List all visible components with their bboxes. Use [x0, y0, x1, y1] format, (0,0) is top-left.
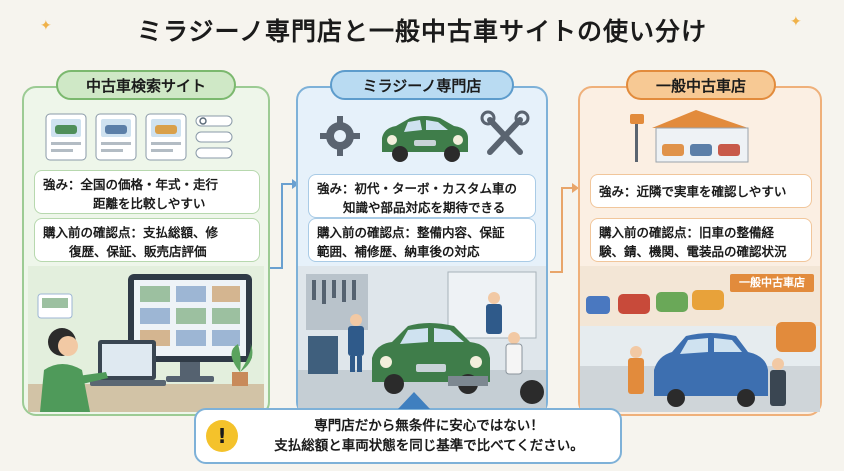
- monitor: [128, 274, 252, 382]
- check-text: 購入前の確認点：整備内容、保証: [317, 225, 505, 240]
- check-text: 購入前の確認点：支払総額、修: [43, 225, 219, 240]
- check-box-general-shop: 購入前の確認点：旧車の整備経 験、錆、機関、電装品の確認状況: [590, 218, 812, 262]
- heading-general-shop: 一般中古車店: [626, 70, 776, 100]
- computer-user-illustration: [28, 266, 264, 412]
- warning-text: 専門店だから無条件に安心ではない！ 支払総額と車両状態を同じ基準で比べてください…: [238, 416, 620, 456]
- heading-specialist-shop: ミラジーノ専門店: [330, 70, 514, 100]
- listing-card: [95, 113, 137, 161]
- car-icon: [776, 322, 816, 352]
- strength-text: 距離を比較しやすい: [93, 196, 206, 211]
- tool-cart: [308, 336, 338, 374]
- strength-box-search-site: 強み：全国の価格・年式・走行 距離を比較しやすい: [34, 170, 260, 214]
- specialist-icons-illustration: [320, 110, 530, 162]
- warning-line: 支払総額と車両状態を同じ基準で比べてください。: [274, 438, 584, 454]
- salesperson: [628, 346, 644, 394]
- customer: [770, 358, 786, 406]
- check-box-specialist-shop: 購入前の確認点：整備内容、保証 範囲、補修歴、納車後の対応: [308, 218, 536, 262]
- strength-box-specialist-shop: 強み：初代・ターボ・カスタム車の 知識や部品対応を期待できる: [308, 174, 536, 218]
- arrow-right-icon: [550, 183, 579, 273]
- mechanic: [486, 292, 502, 334]
- heading-search-site: 中古車検索サイト: [56, 70, 236, 100]
- car-lot-icon-illustration: [630, 110, 749, 163]
- page-title: ミラジーノ専門店と一般中古車サイトの使い分け: [136, 17, 707, 46]
- dealer-lot-illustration: 一般中古車店: [580, 266, 820, 412]
- warning-callout: ! 専門店だから無条件に安心ではない！ 支払総額と車両状態を同じ基準で比べてくだ…: [194, 408, 622, 464]
- strength-text: 強み：全国の価格・年式・走行: [43, 177, 219, 192]
- strength-text: 強み：初代・ターボ・カスタム車の: [317, 181, 518, 196]
- workshop-illustration: [298, 266, 546, 412]
- person: [40, 328, 108, 412]
- check-box-search-site: 購入前の確認点：支払総額、修 復歴、保証、販売店評価: [34, 218, 260, 262]
- plant: [231, 342, 253, 386]
- car-icon: [382, 116, 468, 162]
- car-icon: [654, 333, 768, 407]
- listing-cards-illustration: [45, 113, 233, 161]
- sparkle-icon: ✦: [790, 14, 802, 30]
- warning-icon: !: [206, 420, 238, 452]
- check-text: 購入前の確認点：旧車の整備経: [599, 225, 775, 240]
- listing-card: [145, 113, 187, 161]
- arrow-right-icon: [270, 179, 299, 269]
- car-icon: [618, 294, 650, 314]
- strength-text: 強み：近隣で実車を確認しやすい: [599, 184, 787, 199]
- check-text: 範囲、補修歴、納車後の対応: [317, 244, 480, 259]
- car-icon: [656, 292, 688, 312]
- laptop: [90, 340, 166, 386]
- gear-icon: [320, 116, 360, 156]
- parts-tray: [448, 376, 488, 386]
- warning-pointer: [398, 392, 430, 409]
- car-icon: [692, 290, 724, 310]
- customer: [505, 332, 523, 375]
- check-text: 復歴、保証、販売店評価: [69, 244, 207, 259]
- car-icon: [372, 323, 490, 394]
- sparkle-icon: ✦: [40, 18, 52, 34]
- search-icon: [195, 115, 233, 159]
- strength-text: 知識や部品対応を期待できる: [343, 200, 506, 215]
- shop-sign: 一般中古車店: [730, 274, 814, 292]
- strength-box-general-shop: 強み：近隣で実車を確認しやすい: [590, 174, 812, 208]
- tire: [520, 380, 544, 404]
- check-text: 験、錆、機関、電装品の確認状況: [599, 244, 787, 259]
- wrench-icon: [480, 110, 530, 155]
- warning-line: 専門店だから無条件に安心ではない！: [314, 418, 544, 434]
- floating-card-image: [42, 298, 68, 308]
- mechanic: [348, 314, 364, 372]
- car-icon: [586, 296, 610, 314]
- listing-card: [45, 113, 87, 161]
